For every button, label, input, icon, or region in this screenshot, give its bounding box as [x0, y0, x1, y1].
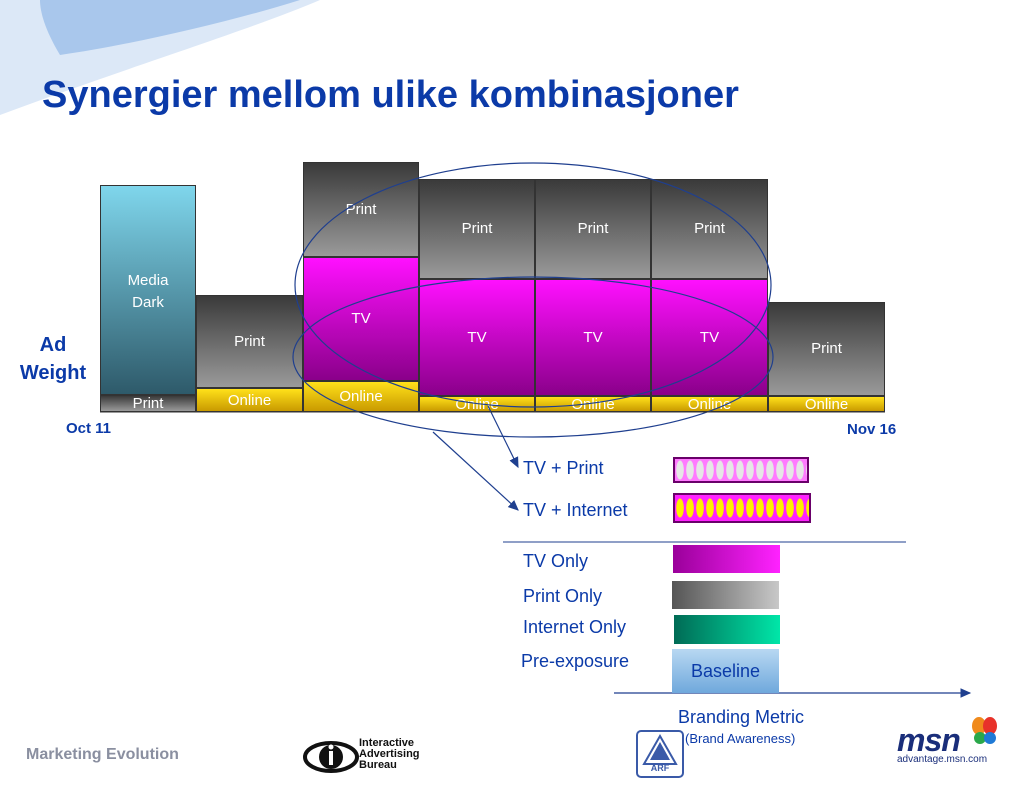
msn-wordmark: msn [897, 722, 961, 758]
legend-print-only-swatch [672, 581, 779, 609]
x-axis-start-label: Oct 11 [66, 420, 112, 437]
page-title: Synergier mellom ulike kombinasjoner [42, 74, 739, 116]
arf-emblem-icon [636, 730, 684, 778]
segment-print: Print [419, 179, 535, 279]
segment-print: Print [303, 162, 419, 257]
segment-print: Print [535, 179, 651, 279]
msn-site-text: advantage.msn.com [897, 754, 988, 765]
segment-label: Online [804, 396, 849, 413]
x-axis-end-label: Nov 16 [847, 421, 897, 438]
tv-print-ellipse [294, 162, 772, 408]
segment-label: Online [227, 392, 272, 409]
segment-label: TV [351, 310, 371, 327]
segment-online: Online [196, 388, 303, 412]
msn-logo: msn advantage.msn.com [895, 716, 1005, 772]
segment-tv: TV [419, 279, 535, 396]
segment-print: Print [651, 179, 768, 279]
branding-metric-label: Branding Metric [678, 707, 805, 727]
footer-marketing-evolution: Marketing Evolution [26, 746, 179, 763]
iab-line1: Interactive [359, 737, 415, 749]
segment-label: Media Dark [127, 272, 169, 311]
y-axis-label: Ad Weight [12, 331, 94, 387]
segment-media-dark: Media Dark [100, 185, 196, 395]
tv-internet-arrow [432, 431, 519, 511]
segment-print: Print [768, 302, 885, 396]
legend-print-only-label: Print Only [523, 586, 603, 606]
tv-print-arrow [487, 405, 519, 469]
segment-online: Online [535, 396, 651, 413]
segment-label: Online [455, 396, 499, 413]
legend-tv-only-swatch [673, 545, 780, 573]
segment-label: TV [699, 329, 720, 346]
legend-tv-internet-label: TV + Internet [523, 500, 628, 520]
legend-tv-print-label: TV + Print [523, 458, 604, 478]
iab-line2: Advertising [359, 748, 420, 760]
legend-baseline-bar: Baseline [672, 649, 779, 693]
segment-label: Online [339, 388, 383, 405]
legend-pre-exposure-label: Pre-exposure [521, 651, 630, 671]
baseline-label: Baseline [690, 661, 761, 681]
segment-label: Print [811, 340, 842, 357]
iab-line3: Bureau [359, 759, 397, 771]
arf-logo: ARF [636, 730, 684, 778]
legend-tv-internet-swatch [673, 493, 811, 523]
iab-logo-text: Interactive Advertising Bureau [359, 738, 420, 771]
segment-label: TV [583, 329, 603, 346]
msn-butterfly-icon [972, 717, 997, 744]
segment-label: Print [577, 220, 609, 237]
segment-label: Print [694, 220, 725, 237]
legend-internet-only-swatch [674, 615, 780, 644]
iab-emblem-icon [303, 741, 359, 773]
legend-tv-print-swatch [673, 457, 809, 483]
segment-print: Print [196, 295, 303, 388]
segment-label: Print [132, 395, 164, 412]
header-swoosh [0, 0, 320, 115]
segment-tv: TV [535, 279, 651, 396]
segment-label: Online [687, 396, 732, 413]
branding-metric-sublabel: (Brand Awareness) [685, 731, 796, 746]
legend-tv-only-label: TV Only [523, 551, 589, 571]
segment-label: Print [461, 220, 493, 237]
segment-label: Online [571, 396, 615, 413]
segment-print: Print [100, 395, 196, 412]
segment-label: Print [234, 333, 265, 350]
tv-internet-ellipse [292, 276, 774, 438]
legend-internet-only-label: Internet Only [523, 617, 627, 637]
segment-label: TV [467, 329, 487, 346]
iab-logo: Interactive Advertising Bureau [303, 733, 453, 781]
arf-logo-text: ARF [650, 763, 670, 773]
y-axis-label-line1: Ad [39, 334, 67, 356]
y-axis-label-line2: Weight [19, 362, 87, 384]
